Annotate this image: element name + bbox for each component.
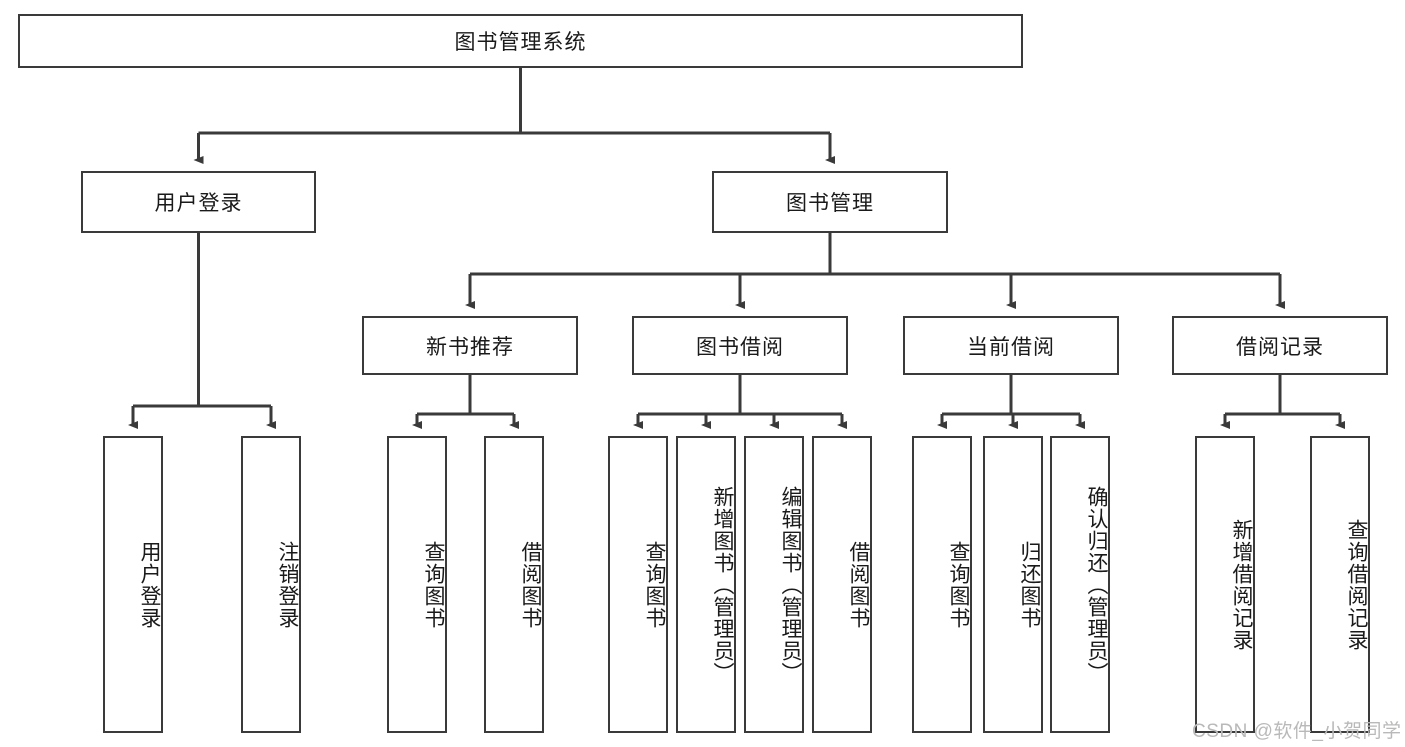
node-label: 归还图书 — [1018, 540, 1041, 629]
node-label: 新增借阅记录 — [1230, 518, 1253, 651]
node-current-borrow[interactable]: 当前借阅 — [903, 316, 1119, 375]
node-label: 用户登录 — [154, 192, 243, 215]
node-leaf-add-record[interactable]: 新增借阅记录 — [1195, 436, 1255, 733]
node-book-manage[interactable]: 图书管理 — [712, 171, 948, 233]
node-label: 图书管理 — [786, 192, 874, 215]
node-leaf-query-book-3[interactable]: 查询图书 — [912, 436, 972, 733]
node-leaf-borrow-book-1[interactable]: 借阅图书 — [484, 436, 544, 733]
node-new-book-recommend[interactable]: 新书推荐 — [362, 316, 578, 375]
node-label: 查询图书 — [643, 540, 666, 629]
node-label: 确认归还（管理员） — [1085, 485, 1108, 684]
node-leaf-add-book[interactable]: 新增图书（管理员） — [676, 436, 736, 733]
node-label: 新增图书（管理员） — [711, 485, 734, 684]
node-leaf-logout[interactable]: 注销登录 — [241, 436, 301, 733]
node-label: 图书借阅 — [696, 335, 784, 359]
node-label: 注销登录 — [276, 540, 299, 629]
node-label: 借阅图书 — [519, 540, 542, 629]
node-label: 查询图书 — [947, 540, 970, 629]
node-leaf-query-record[interactable]: 查询借阅记录 — [1310, 436, 1370, 733]
node-label: 借阅图书 — [847, 540, 870, 629]
node-book-borrow[interactable]: 图书借阅 — [632, 316, 848, 375]
node-label: 编辑图书（管理员） — [779, 485, 802, 684]
node-leaf-query-book-1[interactable]: 查询图书 — [387, 436, 447, 733]
node-leaf-query-book-2[interactable]: 查询图书 — [608, 436, 668, 733]
node-leaf-edit-book[interactable]: 编辑图书（管理员） — [744, 436, 804, 733]
node-label: 借阅记录 — [1236, 335, 1324, 359]
node-label: 查询图书 — [422, 540, 445, 629]
csdn-watermark: CSDN @软件_小贺同学 — [1192, 721, 1402, 742]
node-leaf-return-book[interactable]: 归还图书 — [983, 436, 1043, 733]
node-leaf-borrow-book-2[interactable]: 借阅图书 — [812, 436, 872, 733]
node-user-login[interactable]: 用户登录 — [81, 171, 316, 233]
node-label: 用户登录 — [138, 540, 161, 629]
node-label: 新书推荐 — [426, 335, 514, 359]
node-label: 查询借阅记录 — [1345, 518, 1368, 651]
node-leaf-confirm-return[interactable]: 确认归还（管理员） — [1050, 436, 1110, 733]
node-label: 当前借阅 — [967, 335, 1055, 359]
node-leaf-user-login[interactable]: 用户登录 — [103, 436, 163, 733]
node-label: 图书管理系统 — [454, 31, 587, 54]
node-root-system[interactable]: 图书管理系统 — [18, 14, 1023, 68]
node-borrow-record[interactable]: 借阅记录 — [1172, 316, 1388, 375]
